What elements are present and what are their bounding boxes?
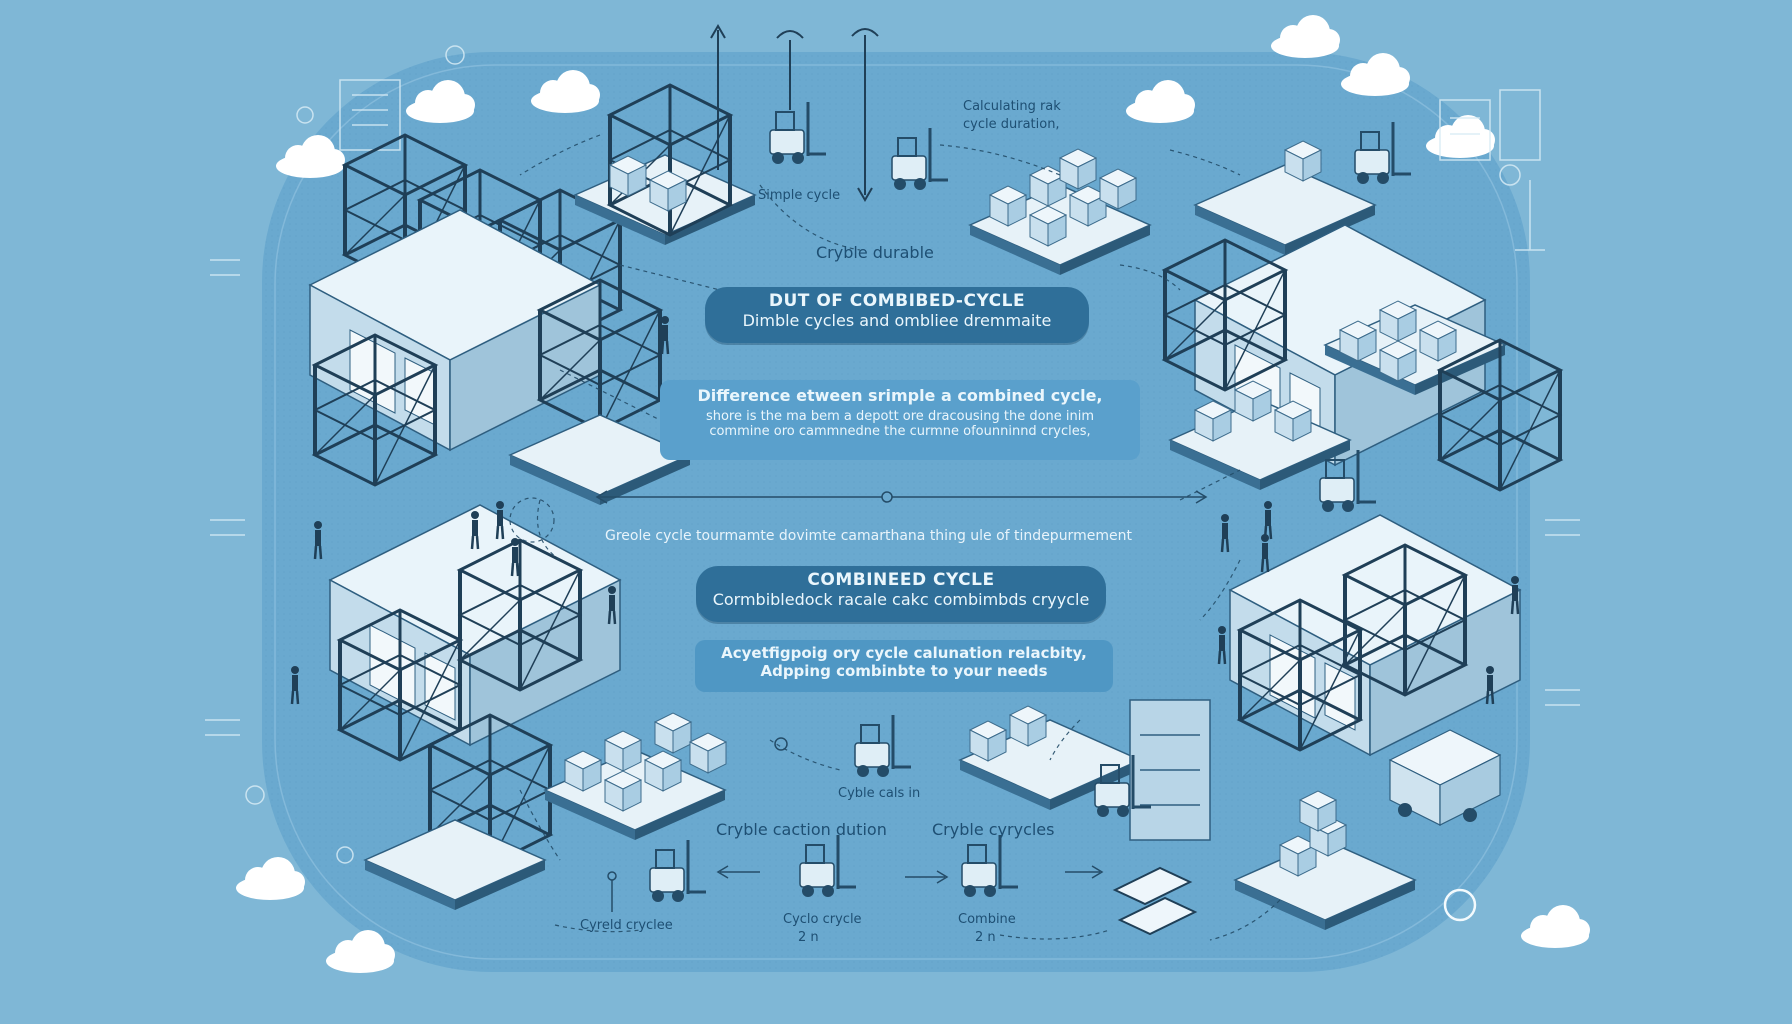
label-cycle-durable: Cryble durable [816, 243, 934, 262]
label-small-a: 2 n [798, 930, 819, 945]
panel-difference-title: Difference etween srimple a combined cyc… [697, 386, 1103, 405]
label-cycle-cycles: Cryble cyrycles [932, 820, 1055, 839]
panel-advantages-title: Acyetfigpoig ory cycle calunation relacb… [721, 644, 1087, 662]
label-calculating-duration: Calculating rak cycle duration, [963, 99, 1061, 132]
panel-difference-line2: commine oro cammnedne the curmne ofounni… [709, 424, 1091, 439]
label-cycle-crycle: Cyclo crycle [783, 912, 862, 927]
panel-advantages-line1: Adpping combinbte to your needs [760, 662, 1048, 680]
banner-top-title: DUT OF COMBIBED-CYCLE [768, 291, 1026, 311]
label-cycled-cycle: Cyreld cryclee [580, 918, 673, 933]
label-cycle-calculation: Cryble caction dution [716, 820, 887, 839]
label-middle-note: Greole cycle tourmamte dovimte camarthan… [605, 528, 1132, 544]
panel-difference-line1: shore is the ma bem a depott ore dracous… [705, 409, 1095, 424]
label-combine: Combine [958, 912, 1016, 927]
banner-top-subtitle: Dimble cycles and ombliee dremmaite [742, 311, 1052, 330]
banner-bottom-title: COMBINEED CYCLE [807, 570, 995, 590]
banner-combined-cycle-bottom: COMBINEED CYCLE Cormbibledock racale cak… [696, 566, 1106, 622]
label-simple-cycle: Simple cycle [758, 188, 841, 203]
banner-bottom-subtitle: Cormbibledock racale cakc combimbds cryy… [712, 590, 1090, 609]
label-small-b: 2 n [975, 930, 996, 945]
banner-combined-cycle-top: DUT OF COMBIBED-CYCLE Dimble cycles and … [705, 287, 1089, 343]
label-cycle-cal-in: Cyble cals in [838, 786, 921, 801]
panel-difference: Difference etween srimple a combined cyc… [660, 380, 1140, 460]
panel-advantages: Acyetfigpoig ory cycle calunation relacb… [695, 640, 1113, 692]
